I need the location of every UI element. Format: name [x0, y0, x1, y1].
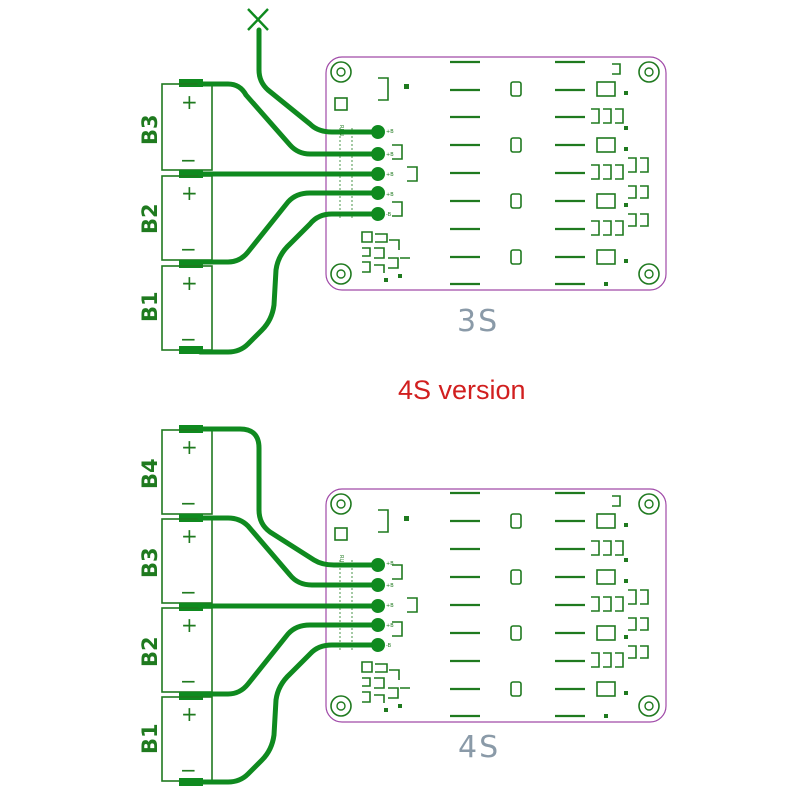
svg-text:+B: +B	[386, 603, 394, 609]
svg-text:+B: +B	[386, 623, 394, 629]
svg-text:+: +	[181, 90, 198, 114]
balance-wires-3s	[197, 8, 385, 355]
svg-text:+: +	[181, 435, 198, 459]
unused-wire-marker-icon	[247, 8, 269, 31]
svg-text:−: −	[180, 237, 197, 261]
battery-cell: + − B3	[138, 514, 213, 604]
mosfet-columns	[450, 60, 585, 286]
pcb-board-4s: RUN	[325, 488, 667, 723]
battery-cell: + − B1	[138, 260, 213, 354]
cell-label-b3: B3	[138, 114, 162, 145]
mounting-hole-icon	[330, 263, 352, 285]
svg-text:−: −	[180, 580, 197, 604]
mounting-hole-icon	[638, 493, 660, 515]
svg-text:-B: -B	[386, 212, 392, 218]
battery-cell: + − B2	[138, 603, 213, 693]
mounting-hole-icon	[330, 61, 352, 83]
svg-text:+B: +B	[386, 192, 394, 198]
svg-text:+B: +B	[386, 561, 394, 567]
svg-text:−: −	[180, 669, 197, 693]
svg-text:+: +	[181, 524, 198, 548]
svg-text:+: +	[181, 271, 198, 295]
cell-label-b3: B3	[138, 547, 162, 578]
version-caption: 4S version	[398, 375, 526, 405]
svg-text:+B: +B	[386, 152, 394, 158]
right-components	[591, 63, 649, 286]
pcb-board-3s: RUN	[325, 56, 667, 291]
cell-label-b2: B2	[138, 203, 162, 234]
mounting-hole-icon	[638, 695, 660, 717]
svg-text:+B: +B	[386, 583, 394, 589]
cell-label-b4: B4	[138, 458, 162, 489]
svg-text:+B: +B	[386, 172, 394, 178]
bottom-left-components	[361, 661, 410, 712]
right-components	[591, 495, 649, 718]
diagram-3s: RUN	[138, 8, 667, 355]
bottom-left-components	[361, 231, 410, 282]
battery-cell: + − B1	[138, 692, 213, 786]
diagram-4s: RUN	[138, 425, 667, 786]
svg-text:+: +	[181, 613, 198, 637]
mounting-hole-icon	[330, 493, 352, 515]
balance-wires-4s	[197, 426, 385, 785]
board-label-3s: 3S	[457, 304, 499, 339]
svg-text:+: +	[181, 702, 198, 726]
cell-label-b2: B2	[138, 636, 162, 667]
battery-cell: + − B4	[138, 425, 213, 515]
svg-text:+B: +B	[386, 129, 394, 135]
svg-text:−: −	[180, 758, 197, 782]
mosfet-columns	[450, 491, 585, 718]
mounting-hole-icon	[638, 263, 660, 285]
run-label: RUN	[338, 555, 344, 566]
cell-label-b1: B1	[138, 291, 162, 322]
svg-text:−: −	[180, 491, 197, 515]
battery-cell: + − B2	[138, 170, 213, 261]
mounting-hole-icon	[638, 61, 660, 83]
svg-text:-B: -B	[386, 643, 392, 649]
cell-label-b1: B1	[138, 723, 162, 754]
board-label-4s: 4S	[458, 730, 500, 765]
svg-text:−: −	[180, 148, 197, 172]
svg-text:+: +	[181, 181, 198, 205]
battery-cell: + − B3	[138, 79, 213, 172]
svg-text:−: −	[180, 327, 197, 351]
mounting-hole-icon	[330, 695, 352, 717]
